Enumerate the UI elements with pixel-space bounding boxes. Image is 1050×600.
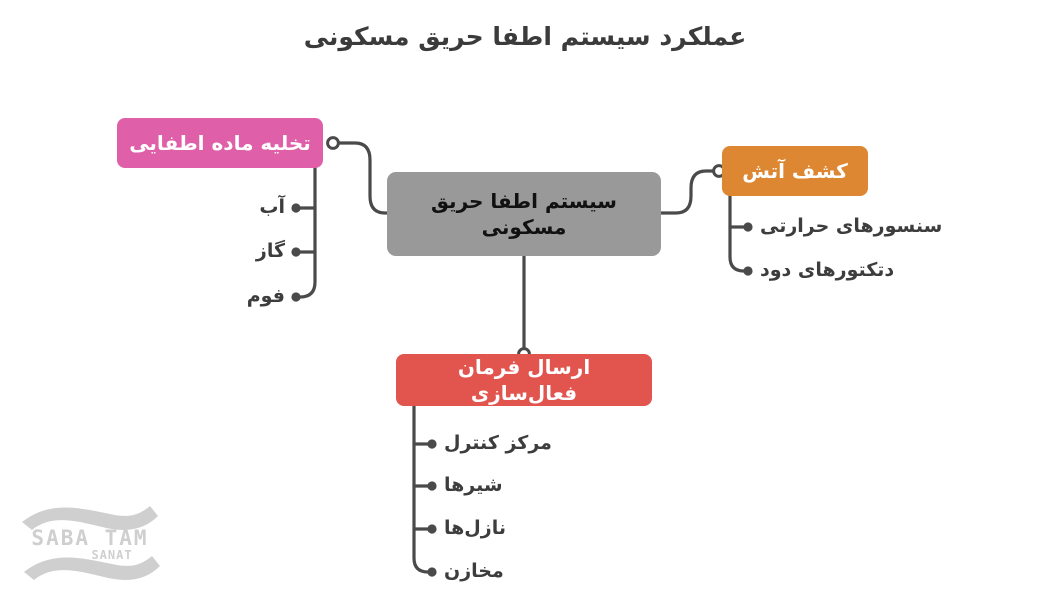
subitem-red-2[interactable]: شیرها (444, 474, 503, 496)
connector-center-to-pink (331, 141, 391, 215)
subitem-pink-3[interactable]: فوم (246, 285, 285, 307)
subitem-pink-1[interactable]: آب (259, 196, 285, 218)
logo-brand-text: SABA TAM (31, 526, 149, 550)
bracket-bottom-spine (412, 404, 434, 574)
node-fire-detection-label: کشف آتش (742, 158, 848, 183)
subitem-red-3[interactable]: نازل‌ها (444, 517, 507, 539)
connector-center-to-orange (657, 169, 721, 215)
subitem-red-4[interactable]: مخازن (444, 560, 504, 582)
logo-sub-text: SANAT (91, 548, 133, 562)
bullet-pink-item-2 (291, 247, 301, 257)
ring-pink-node (326, 136, 340, 150)
bullet-pink-item-1 (291, 203, 301, 213)
bullet-orange-item-2 (743, 266, 753, 276)
bullet-red-item-2 (427, 481, 437, 491)
node-discharge-agent-label: تخلیه ماده اطفایی (129, 130, 311, 155)
bullet-red-item-4 (427, 567, 437, 577)
node-activation-command-label: ارسال فرمان فعال‌سازی (457, 354, 591, 405)
bullet-pink-item-3 (291, 292, 301, 302)
bullet-orange-item-1 (743, 222, 753, 232)
subitem-orange-2[interactable]: دتکتورهای دود (760, 259, 895, 281)
node-activation-command[interactable]: ارسال فرمان فعال‌سازی (396, 354, 652, 406)
watermark-logo: SABA TAM SANAT (10, 500, 170, 586)
bracket-left-spine (294, 166, 317, 299)
node-fire-detection[interactable]: کشف آتش (722, 146, 868, 196)
node-discharge-agent[interactable]: تخلیه ماده اطفایی (117, 118, 323, 168)
subitem-red-1[interactable]: مرکز کنترل (444, 432, 552, 454)
node-center-label-line2: مسکونی (481, 215, 567, 239)
bracket-right-spine (728, 194, 750, 273)
bullet-red-item-1 (427, 439, 437, 449)
logo-wave-icon (22, 506, 160, 580)
subitem-pink-2[interactable]: گاز (255, 240, 285, 262)
page-title: عملکرد سیستم اطفا حریق مسکونی (303, 22, 747, 51)
node-center[interactable]: سیستم اطفا حریق مسکونی (387, 172, 661, 256)
node-center-label-line1: سیستم اطفا حریق (431, 188, 617, 213)
subitem-orange-1[interactable]: سنسورهای حرارتی (760, 215, 943, 237)
bullet-red-item-3 (427, 524, 437, 534)
